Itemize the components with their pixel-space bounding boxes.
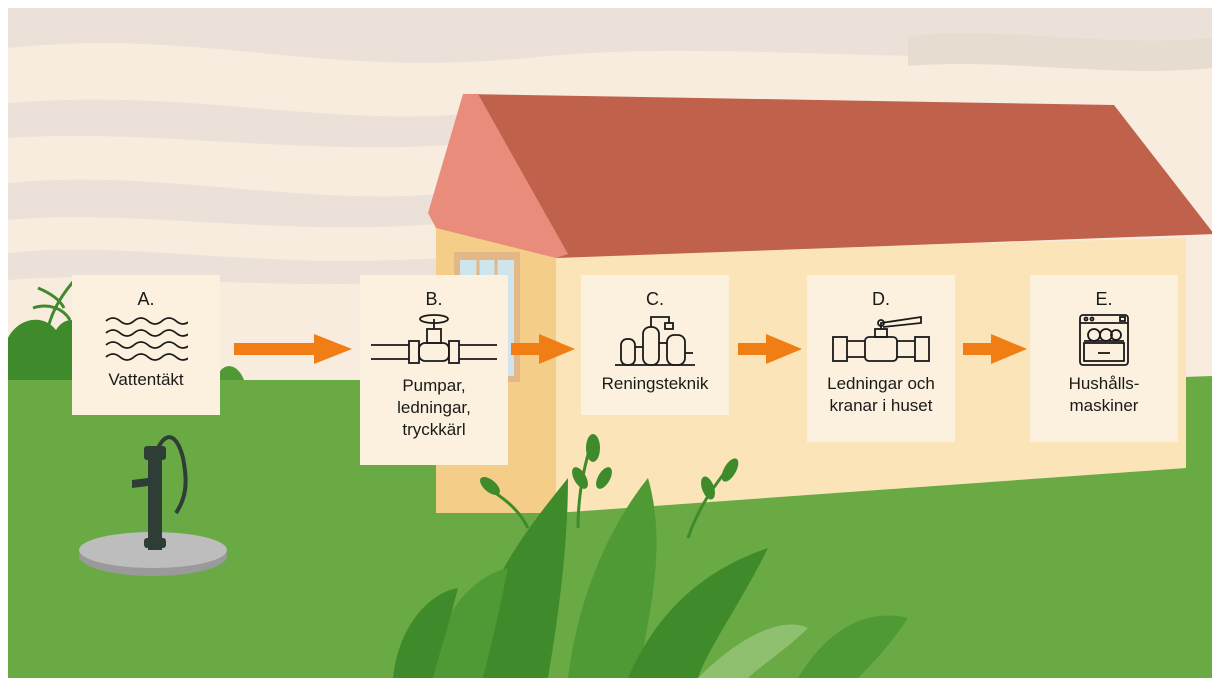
step-label: Ledningar och kranar i huset xyxy=(827,374,935,415)
foreground-plant xyxy=(393,434,908,678)
step-label: Hushålls- maskiner xyxy=(1068,374,1140,415)
step-label: Vattentäkt xyxy=(108,370,184,389)
step-card-d: D. Ledningar och kranar i huset xyxy=(807,275,955,442)
step-label: Reningsteknik xyxy=(601,374,709,393)
flow-arrow-c-d xyxy=(738,334,802,364)
pump-handle xyxy=(156,435,188,515)
step-letter: A. xyxy=(137,289,155,309)
flow-arrow-b-c xyxy=(511,334,575,364)
step-card-a: A. Vattentäkt xyxy=(72,275,220,415)
dishwasher-icon xyxy=(1079,314,1129,366)
water-waves-icon xyxy=(105,317,188,361)
flow-arrow-a-b xyxy=(234,334,352,364)
step-card-e: E. Hushålls- maskiner xyxy=(1030,275,1178,442)
pump-body xyxy=(148,456,162,550)
house-roof-edge xyxy=(428,94,568,258)
ball-valve-icon xyxy=(832,315,930,362)
step-letter: B. xyxy=(425,289,443,309)
bush xyxy=(216,366,244,380)
treatment-plant-icon xyxy=(615,316,695,366)
step-card-b: B. Pumpar, ledningar, tryckkärl xyxy=(360,275,508,465)
scene: A. Vattentäkt B. Pumpar, ledningar, xyxy=(8,8,1212,678)
sky-streak xyxy=(908,33,1212,71)
sky-streak xyxy=(8,99,478,148)
step-letter: D. xyxy=(872,289,890,309)
step-letter: C. xyxy=(646,289,664,309)
sky-streak xyxy=(8,179,448,228)
flow-arrow-d-e xyxy=(963,334,1027,364)
step-label: Pumpar, ledningar, tryckkärl xyxy=(397,376,471,439)
pipe-valve-icon xyxy=(371,314,497,364)
step-letter: E. xyxy=(1095,289,1113,309)
house-roof xyxy=(463,94,1212,258)
step-card-c: C. Reningsteknik xyxy=(581,275,729,415)
